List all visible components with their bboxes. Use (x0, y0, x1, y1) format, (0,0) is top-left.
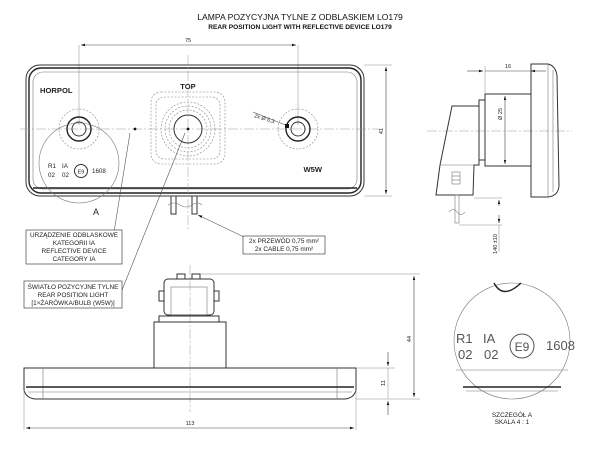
mounting-hole-right (277, 108, 319, 150)
approval-number: 1608 (92, 168, 106, 175)
callout-cable: 2x PRZEWÓD 0,75 mm² 2x CABLE 0,75 mm² (197, 214, 326, 255)
marking-ia: IA (62, 163, 69, 170)
bottom-lens-base (23, 367, 357, 400)
title-english: REAR POSITION LIGHT WITH REFLECTIVE DEVI… (208, 24, 392, 31)
bottom-view: 44 11 113 (23, 265, 420, 430)
dimension-cable-length: 140 ±10 (493, 234, 499, 254)
detail-marking-ia: IA (483, 331, 496, 346)
housing-inner (32, 71, 358, 190)
detail-approval-number: 1608 (546, 338, 575, 353)
connector-latch (451, 171, 461, 185)
cable-stubs (167, 195, 203, 215)
dimension-lens-thickness: 11 (381, 380, 387, 386)
marking-r1: R1 (48, 163, 56, 170)
callout-cable-line2: 2x CABLE 0,75 mm² (255, 246, 313, 253)
side-connector (435, 105, 480, 196)
callout-reflective-line2: KATEGORII IA (53, 240, 96, 247)
drawing-title: LAMPA POZYCYJNA TYLNE Z ODBLASKIEM LO179… (197, 12, 403, 31)
dimension-overall-width: 113 (186, 421, 195, 427)
detail-marker-a: A (93, 207, 99, 217)
dimension-height: 41 (379, 128, 385, 134)
detail-caption-title: SZCZEGÓŁ A (492, 410, 533, 419)
callout-reflective-line4: CATEGORY IA (53, 256, 97, 263)
callout-reflective-device: URZĄDZENIE ODBLASKOWE KATEGORII IA REFLE… (25, 132, 131, 265)
bulb-type-label: W5W (303, 165, 322, 174)
callout-light-line3: [1×ŻARÓWKA/BULB (W5W)] (31, 298, 114, 307)
title-polish: LAMPA POZYCYJNA TYLNE Z ODBLASKIEM LO179 (197, 12, 403, 22)
brand-label: HORPOL (40, 86, 73, 95)
hole-diameter-note: 2x Ø 5,3 (253, 113, 275, 125)
mounting-hole-left (58, 108, 100, 150)
dimension-socket-diameter: Ø 25 (498, 108, 504, 120)
detail-emark-circle-icon (509, 333, 535, 359)
detail-a-circle (38, 122, 120, 204)
detail-a-view: R1 IA 02 02 E9 1608 SZCZEGÓŁ A SKALA 4 :… (453, 282, 575, 426)
side-socket-cylinder (484, 93, 532, 167)
side-view: 16 Ø 25 140 ±10 (427, 63, 572, 254)
dimension-depth: 16 (505, 64, 511, 70)
detail-marking-02-b: 02 (484, 347, 498, 362)
callout-light-line1: ŚWIATŁO POZYCYJNE TYLNE (28, 282, 119, 291)
detail-a-boundary (453, 282, 571, 400)
detail-marking-r1: R1 (456, 331, 473, 346)
callout-cable-line1: 2x PRZEWÓD 0,75 mm² (249, 236, 319, 245)
front-view: 75 HORPOL TOP W5W 2x Ø 5,3 (20, 38, 392, 230)
detail-marking-02-a: 02 (458, 347, 472, 362)
side-cable (454, 194, 460, 224)
callout-position-light: ŚWIATŁO POZYCYJNE TYLNE REAR POSITION LI… (23, 132, 186, 309)
dimension-overall-depth: 44 (407, 336, 413, 342)
emark-circle-icon (74, 164, 88, 178)
housing-rim (28, 67, 362, 194)
bulb-socket-front (150, 91, 226, 165)
callout-light-line2: REAR POSITION LIGHT (38, 292, 109, 299)
bottom-connector-head (163, 278, 215, 316)
marking-02-a: 02 (48, 172, 55, 179)
hole-note-arrowhead (285, 124, 289, 128)
callout-reflective-line3: REFLECTIVE DEVICE (42, 248, 107, 255)
marking-02-b: 02 (62, 172, 69, 179)
detail-emark-label: E9 (515, 340, 530, 354)
reflector-point (133, 127, 137, 131)
hole-note-leader (252, 111, 289, 127)
detail-hole-edge (493, 282, 522, 293)
marking-front: R1 IA 02 02 E9 1608 (48, 163, 106, 179)
top-label: TOP (180, 82, 195, 91)
dimension-hole-spacing: 75 (185, 38, 191, 44)
detail-caption-scale: SKALA 4 : 1 (495, 419, 530, 426)
callout-reflective-line1: URZĄDZENIE ODBLASKOWE (30, 232, 118, 239)
emark-label: E9 (78, 170, 85, 176)
side-lens-body (530, 63, 560, 198)
